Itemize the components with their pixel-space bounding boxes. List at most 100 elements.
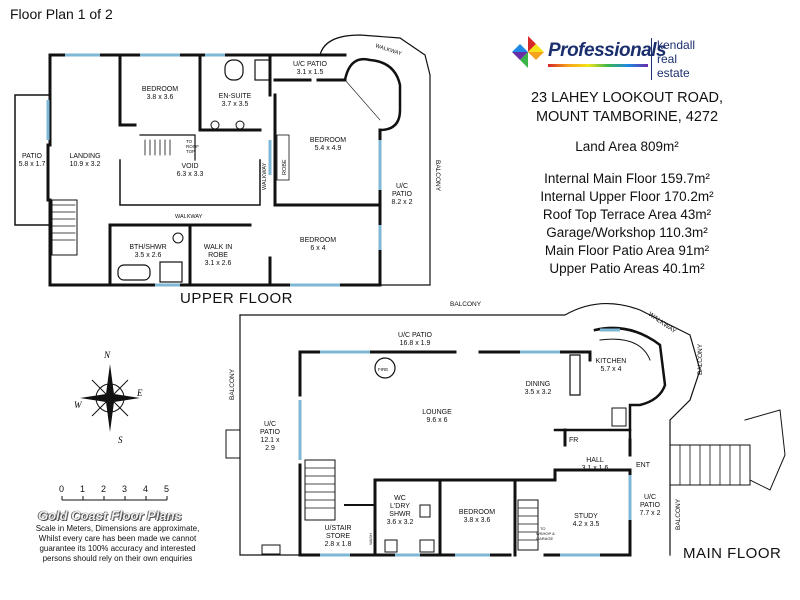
entry-label: ENT <box>636 462 651 469</box>
area-item: Garage/Workshop 110.3m² <box>546 225 708 240</box>
upper-bedroom2-size: 5.4 x 4.9 <box>315 145 342 152</box>
upper-balcony-label: BALCONY <box>434 160 441 192</box>
hall-size: 3.1 x 1.6 <box>582 465 609 472</box>
fireplace-label: FIRE <box>378 367 388 372</box>
void-size: 6.3 x 3.3 <box>177 171 204 178</box>
main-uc-patio-top-size: 16.8 x 1.9 <box>400 340 431 347</box>
upper-uc-patio-right-size: 8.2 x 2 <box>391 199 412 206</box>
area-item: Upper Patio Areas 40.1m² <box>549 261 705 276</box>
scale-tick-0: 0 <box>59 484 65 494</box>
dining-name: DINING <box>526 381 551 388</box>
landing-name: LANDING <box>69 153 100 160</box>
scale-tick-1: 1 <box>80 484 86 494</box>
upper-robe-small-label: ROBE <box>282 159 288 175</box>
stair-store-name: U/STAIR <box>324 525 351 532</box>
robe-name2: ROBE <box>208 252 228 259</box>
upper-walkway-vertical-label: WALKWAY <box>262 162 268 190</box>
compass-w: W <box>74 400 83 410</box>
scale-tick-4: 4 <box>143 484 149 494</box>
study-name: STUDY <box>574 513 598 520</box>
upper-uc-patio-top-size: 3.1 x 1.5 <box>297 69 324 76</box>
main-balcony-bottom-label: BALCONY <box>675 498 682 530</box>
main-bedroom-name: BEDROOM <box>459 509 495 516</box>
disclaimer-text: Scale in Meters, Dimensions are approxim… <box>35 524 200 563</box>
main-walkway-label: WALKWAY <box>647 311 678 336</box>
ensuite-size: 3.7 x 3.5 <box>222 101 249 108</box>
wc-name3: SHWR <box>389 511 410 518</box>
upper-patio-name: PATIO <box>22 153 43 160</box>
wc-size: 3.6 x 3.2 <box>387 519 414 526</box>
logo-office: kendall real estate <box>651 38 708 80</box>
wc-name2: L'DRY <box>390 503 410 510</box>
main-bedroom-size: 3.8 x 3.6 <box>464 517 491 524</box>
logo-brand: Professionals <box>548 40 667 61</box>
compass-e: E <box>136 388 143 398</box>
logo-color-bar <box>548 64 648 67</box>
page-title: Floor Plan 1 of 2 <box>10 6 113 22</box>
upper-uc-patio-right-name: U/C <box>396 183 408 190</box>
kitchen-name: KITCHEN <box>596 358 627 365</box>
main-floor-label: MAIN FLOOR <box>683 545 782 562</box>
upper-uc-patio-top-name: U/C PATIO <box>293 61 328 68</box>
agency-logo: Professionals kendall real estate <box>508 34 708 80</box>
void-name: VOID <box>181 163 198 170</box>
wc-name: WC <box>394 495 406 502</box>
main-uc-patio-right-name2: PATIO <box>640 502 661 509</box>
ensuite-name: EN-SUITE <box>219 93 252 100</box>
main-uc-patio-left-name: U/C <box>264 421 276 428</box>
logo-office-line2: real estate <box>657 52 690 80</box>
scale-tick-5: 5 <box>164 484 170 494</box>
to-roof-label-3: TOP <box>186 149 195 154</box>
compass-s: S <box>118 435 123 445</box>
upper-bedroom3-name: BEDROOM <box>300 237 336 244</box>
upper-bedroom1-size: 3.8 x 3.6 <box>147 94 174 101</box>
robe-name: WALK IN <box>204 244 233 251</box>
hall-name: HALL <box>586 457 604 464</box>
compass-n: N <box>103 350 111 360</box>
main-balcony-top-label: BALCONY <box>450 301 482 308</box>
to-wshop-label-2: WSHOP & <box>536 531 555 536</box>
fridge-label: FR <box>569 437 578 444</box>
upper-bedroom1-name: BEDROOM <box>142 86 178 93</box>
main-uc-patio-right-name: U/C <box>644 494 656 501</box>
main-uc-patio-left-size: 12.1 x <box>260 437 280 444</box>
upper-bedroom3-size: 6 x 4 <box>310 245 325 252</box>
bth-name: BTH/SHWR <box>129 244 166 251</box>
main-balcony-left-label: BALCONY <box>229 368 236 400</box>
scale-bar <box>61 496 168 501</box>
area-item: Main Floor Patio Area 91m² <box>544 243 710 258</box>
company-name: Gold Coast Floor Plans <box>38 508 182 523</box>
area-list: Internal Main Floor 159.7m² Internal Upp… <box>512 170 742 278</box>
logo-office-line1: kendall <box>657 38 696 52</box>
dining-size: 3.5 x 3.2 <box>525 389 552 396</box>
upper-walkway-top-label: WALKWAY <box>374 43 402 57</box>
lounge-size: 9.6 x 6 <box>426 417 447 424</box>
kitchen-size: 5.7 x 4 <box>600 366 621 373</box>
address-line1: 23 LAHEY LOOKOUT ROAD, <box>530 90 724 106</box>
pinwheel-icon <box>512 36 544 68</box>
wash-label: WASH <box>368 533 373 545</box>
scale-tick-3: 3 <box>122 484 128 494</box>
area-item: Internal Main Floor 159.7m² <box>544 171 710 186</box>
to-wshop-label-1: TO <box>540 526 545 531</box>
main-uc-patio-left-name2: PATIO <box>260 429 281 436</box>
study-size: 4.2 x 3.5 <box>573 521 600 528</box>
stair-store-name2: STORE <box>326 533 350 540</box>
property-address: 23 LAHEY LOOKOUT ROAD, MOUNT TAMBORINE, … <box>512 89 742 127</box>
upper-bedroom2-name: BEDROOM <box>310 137 346 144</box>
main-uc-patio-top-name: U/C PATIO <box>398 332 433 339</box>
scale-tick-2: 2 <box>101 484 107 494</box>
upper-patio-size: 5.8 x 1.7 <box>19 161 46 168</box>
upper-uc-patio-right-name2: PATIO <box>392 191 413 198</box>
area-item: Internal Upper Floor 170.2m² <box>540 189 714 204</box>
main-uc-patio-right-size: 7.7 x 2 <box>639 510 660 517</box>
to-wshop-label-3: GARAGE <box>536 536 553 541</box>
lounge-name: LOUNGE <box>422 409 452 416</box>
compass-rose: N S E W <box>74 350 143 445</box>
to-roof-label-1: TO <box>186 139 193 144</box>
to-roof-label-2: ROOF <box>186 144 199 149</box>
main-balcony-right-label: BALCONY <box>697 343 704 375</box>
landing-size: 10.9 x 3.2 <box>70 161 101 168</box>
area-item: Roof Top Terrace Area 43m² <box>542 207 712 222</box>
